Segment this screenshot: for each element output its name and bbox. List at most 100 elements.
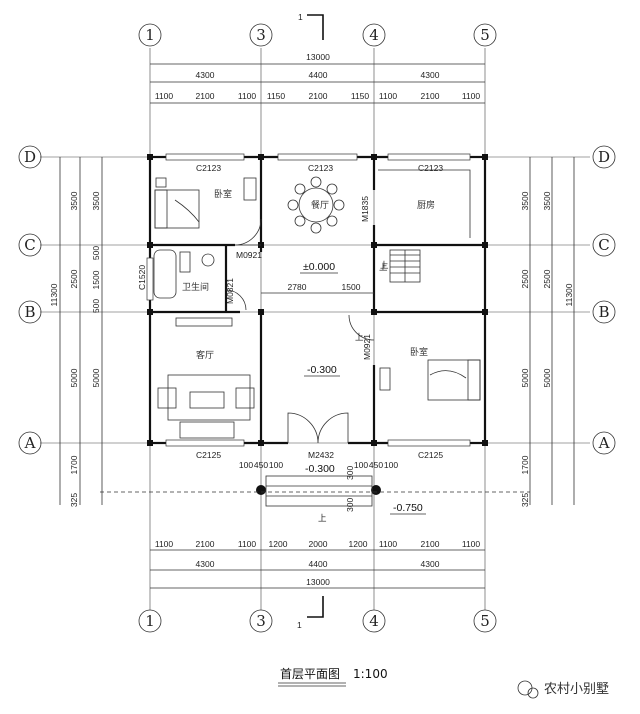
svg-text:100: 100 — [269, 460, 283, 470]
door-code-kitchen: M1835 — [360, 196, 370, 222]
svg-text:1700: 1700 — [69, 455, 79, 474]
room-label-bedroom-nw: 卧室 — [214, 188, 232, 200]
axis-bottom-5: 5 — [480, 612, 490, 630]
svg-text:5000: 5000 — [520, 368, 530, 387]
axis-top-4: 4 — [369, 26, 379, 44]
svg-text:3500: 3500 — [542, 191, 552, 210]
bed-e — [379, 359, 481, 401]
svg-text:1100: 1100 — [462, 91, 481, 101]
porch-col-dims: 100 450 100 100 450 100 — [239, 460, 398, 470]
room-label-dining: 餐厅 — [311, 199, 329, 211]
toilet-fixtures — [153, 249, 215, 299]
svg-text:5000: 5000 — [91, 368, 101, 387]
svg-text:4300: 4300 — [196, 559, 215, 569]
svg-text:1: 1 — [297, 620, 302, 630]
dim-right-total: 11300 — [564, 283, 574, 306]
room-labels: 卧室 餐厅 厨房 卫生间 客厅 卧室 — [182, 188, 435, 361]
windows: C2123 C2123 C2123 C2125 C2125 C1520 — [137, 153, 471, 460]
svg-text:1100: 1100 — [155, 539, 174, 549]
axis-top-3: 3 — [256, 26, 266, 44]
stairs: 上 — [379, 249, 421, 283]
axis-left-B: B — [24, 303, 35, 321]
title-text: 首层平面图 — [280, 667, 340, 681]
axis-left-D: D — [24, 148, 36, 166]
svg-text:1500: 1500 — [342, 282, 361, 292]
svg-text:2500: 2500 — [69, 269, 79, 288]
section-mark-top: 1 — [298, 12, 324, 40]
svg-text:4300: 4300 — [421, 70, 440, 80]
svg-text:4400: 4400 — [309, 559, 328, 569]
door-code-toilet: M0821 — [225, 278, 235, 304]
svg-text:450: 450 — [254, 460, 268, 470]
svg-text:4400: 4400 — [309, 70, 328, 80]
room-label-toilet: 卫生间 — [182, 281, 209, 293]
window-code-top-3: C2123 — [418, 163, 443, 173]
level-living: -0.300 — [307, 364, 337, 376]
svg-text:2100: 2100 — [196, 539, 215, 549]
axis-bottom-3: 3 — [256, 612, 266, 630]
svg-text:2100: 2100 — [421, 91, 440, 101]
svg-text:1100: 1100 — [238, 91, 257, 101]
svg-text:1200: 1200 — [269, 539, 288, 549]
svg-text:100: 100 — [354, 460, 368, 470]
axis-bottom-1: 1 — [145, 612, 155, 630]
svg-text:1100: 1100 — [462, 539, 481, 549]
window-code-bottom-1: C2125 — [196, 450, 221, 460]
wechat-icon — [517, 680, 533, 696]
axis-bubbles-top: 1 3 4 5 — [138, 23, 497, 47]
svg-text:2100: 2100 — [196, 91, 215, 101]
svg-text:1500: 1500 — [91, 270, 101, 289]
svg-text:3500: 3500 — [69, 191, 79, 210]
svg-text:3500: 3500 — [91, 191, 101, 210]
svg-text:4300: 4300 — [421, 559, 440, 569]
porch-column-left — [256, 485, 266, 495]
svg-text:2100: 2100 — [309, 91, 328, 101]
svg-text:4300: 4300 — [196, 70, 215, 80]
axis-top-5: 5 — [480, 26, 490, 44]
door-code-entrance: M2432 — [308, 450, 334, 460]
porch-up-mark: 上 — [318, 513, 327, 523]
axis-right-D: D — [598, 148, 610, 166]
svg-text:2780: 2780 — [288, 282, 307, 292]
axis-bubbles-left: D C B A — [18, 145, 42, 455]
window-code-toilet: C1520 — [137, 265, 147, 290]
svg-text:1150: 1150 — [267, 91, 286, 101]
svg-text:上: 上 — [380, 260, 389, 270]
svg-text:1100: 1100 — [379, 539, 398, 549]
axis-bottom-4: 4 — [369, 612, 379, 630]
window-code-bottom-2: C2125 — [418, 450, 443, 460]
svg-text:5000: 5000 — [69, 368, 79, 387]
dims-left: 11300 3500 2500 5000 3500 500 1500 500 5… — [49, 157, 103, 507]
door-code-bedroom-e: M0921 — [362, 334, 372, 360]
level-outside: -0.750 — [393, 502, 423, 514]
svg-text:3500: 3500 — [520, 191, 530, 210]
svg-text:1150: 1150 — [351, 91, 370, 101]
axis-bubbles-bottom: 1 3 4 5 — [138, 609, 497, 633]
svg-text:1100: 1100 — [238, 539, 257, 549]
watermark: 农村小别墅 — [517, 680, 609, 699]
svg-text:325: 325 — [69, 493, 79, 507]
svg-text:1100: 1100 — [379, 91, 398, 101]
svg-text:1100: 1100 — [155, 91, 174, 101]
svg-text:2100: 2100 — [421, 539, 440, 549]
scale-text: 1:100 — [353, 667, 388, 681]
svg-text:1200: 1200 — [349, 539, 368, 549]
level-porch: -0.300 — [305, 463, 335, 475]
svg-text:1700: 1700 — [520, 455, 530, 474]
axis-left-A: A — [24, 434, 36, 452]
window-code-top-2: C2123 — [308, 163, 333, 173]
dining-table — [287, 176, 345, 234]
drawing-title: 首层平面图 1:100 — [278, 667, 388, 687]
dims-right: 3500 2500 5000 3500 2500 5000 11300 1700… — [520, 157, 575, 507]
grid-lines — [40, 48, 590, 610]
svg-text:325: 325 — [520, 493, 530, 507]
section-mark-bottom: 1 — [297, 596, 324, 630]
svg-text:100: 100 — [384, 460, 398, 470]
svg-text:100: 100 — [239, 460, 253, 470]
stair-up-mark: 上 — [379, 262, 388, 272]
svg-text:1: 1 — [298, 12, 303, 22]
dims-top: 13000 4300 4400 4300 1100 2100 1100 1150… — [150, 52, 485, 104]
room-label-kitchen: 厨房 — [417, 199, 435, 211]
svg-text:5000: 5000 — [542, 368, 552, 387]
